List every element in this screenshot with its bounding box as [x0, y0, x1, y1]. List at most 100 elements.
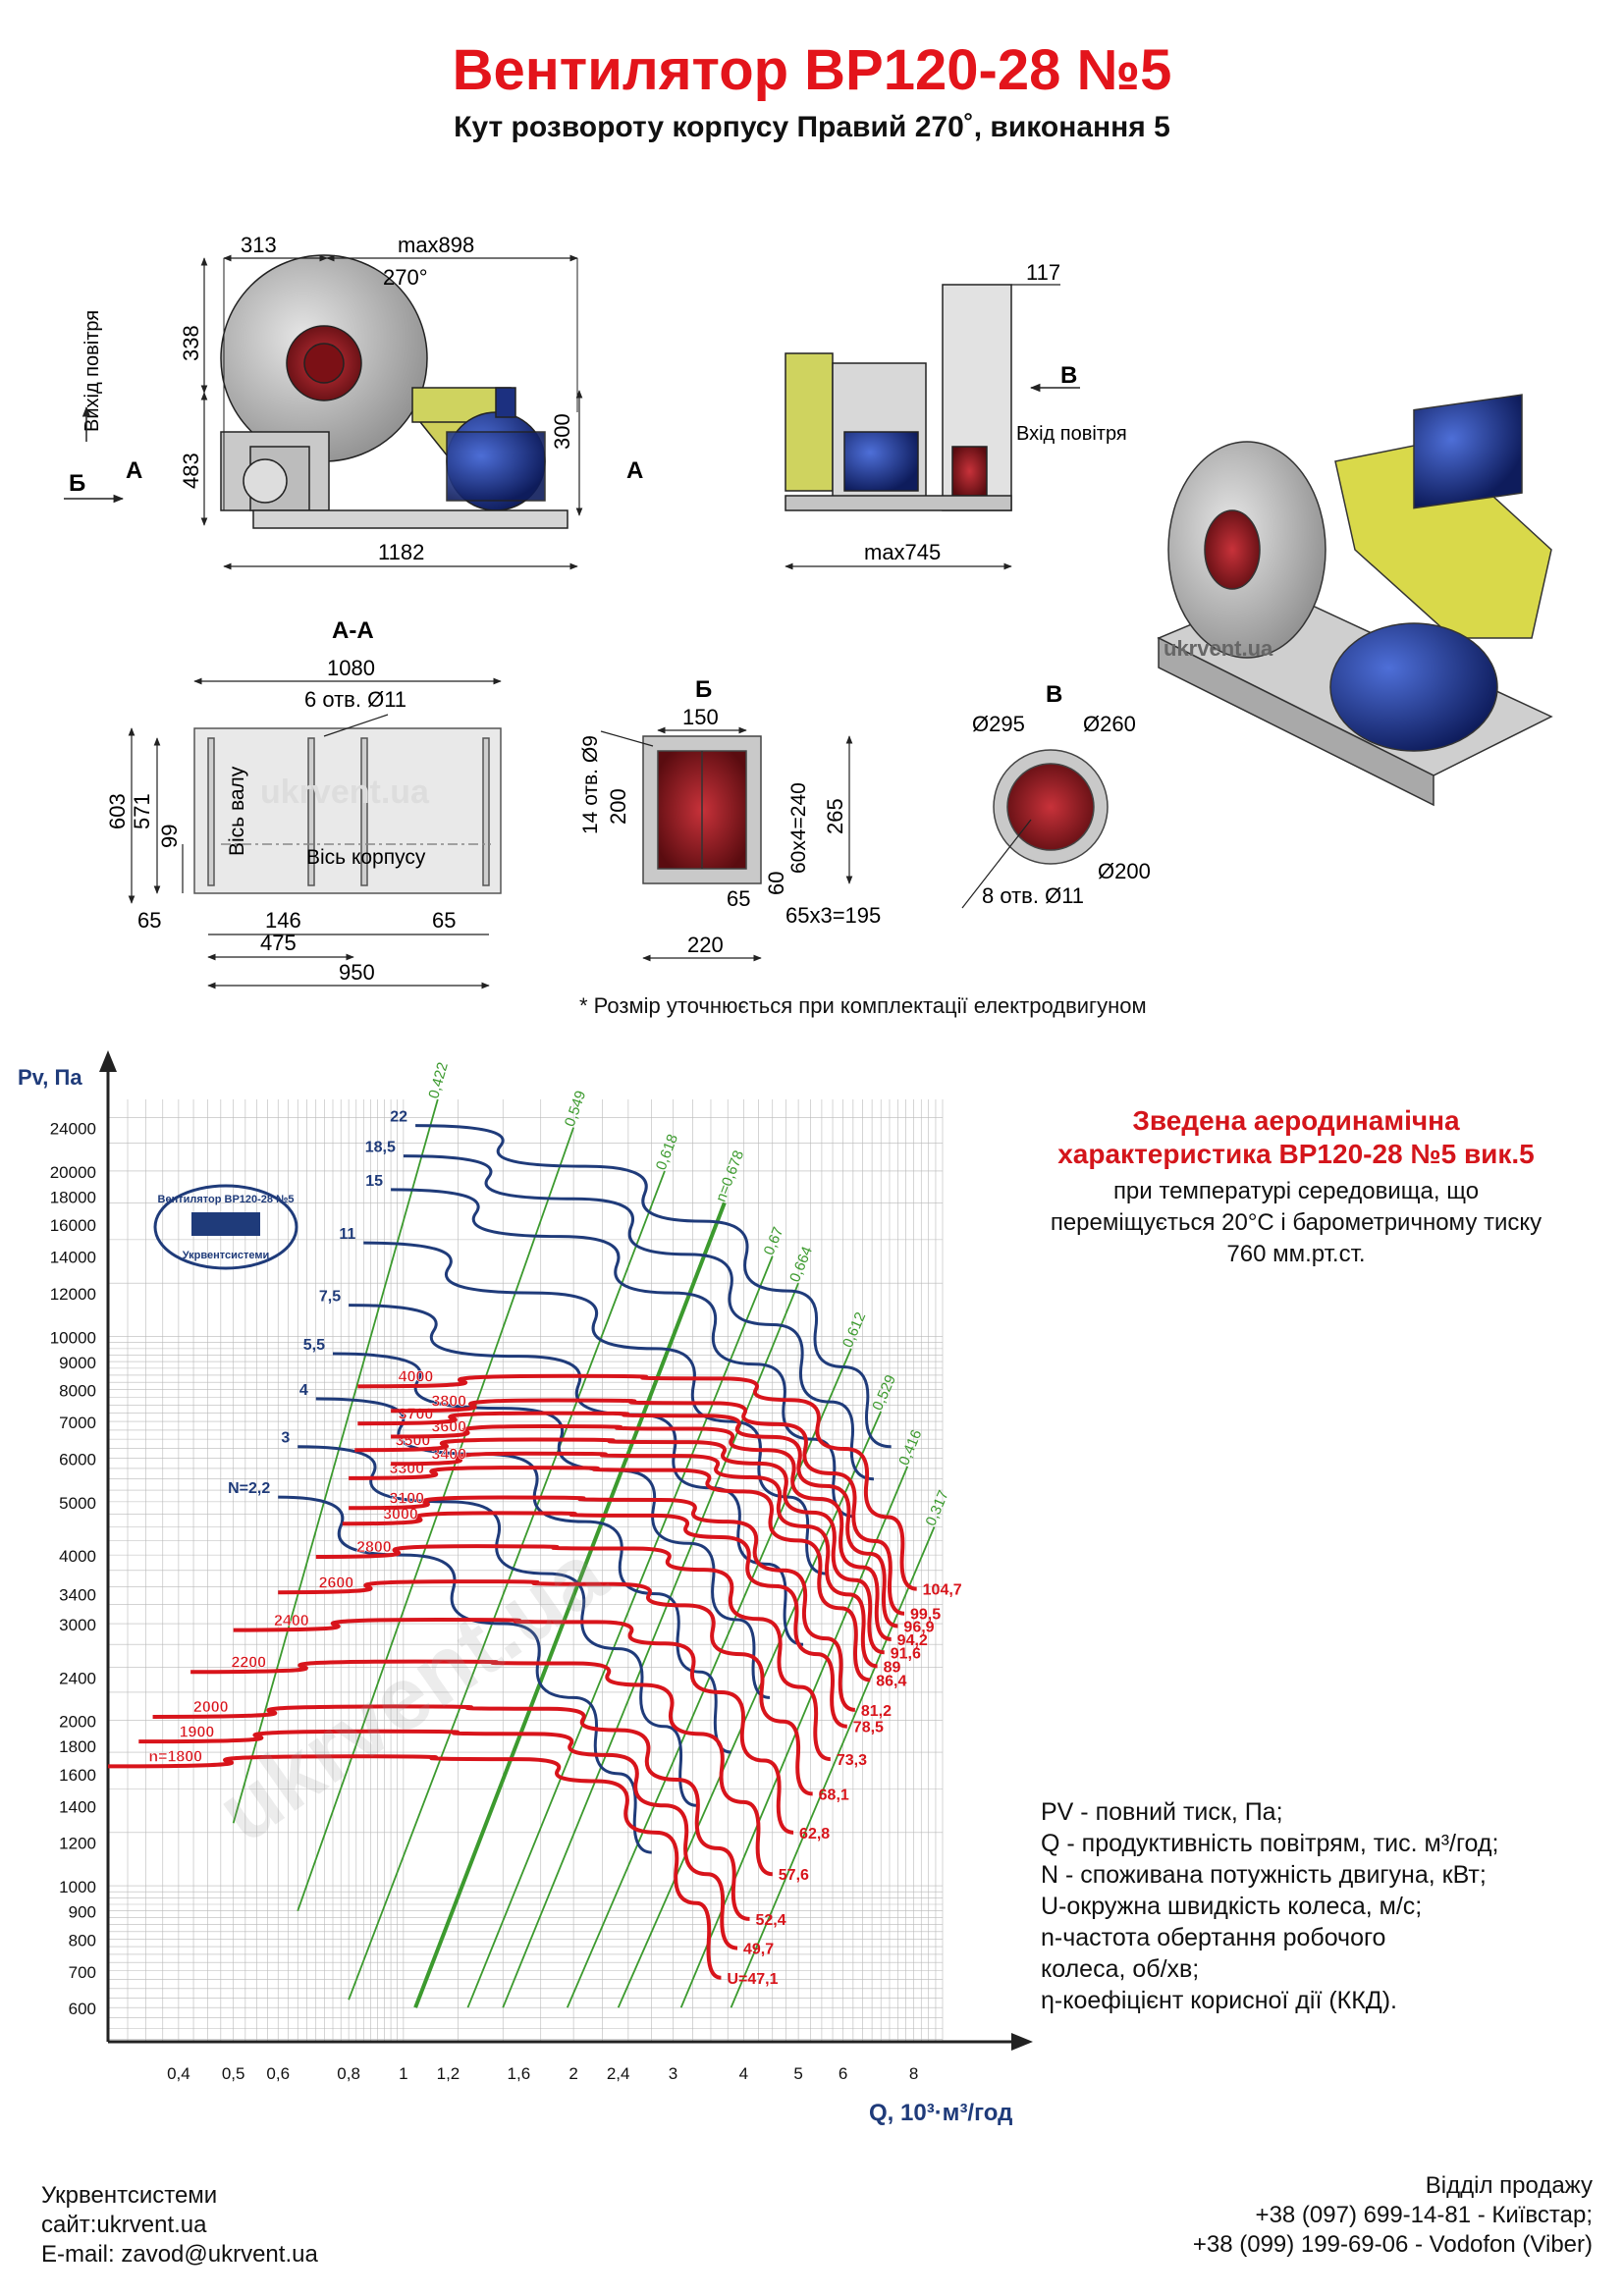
legend-n: N - споживана потужність двигуна, кВт; — [1041, 1861, 1487, 1889]
efficiency-line — [413, 1201, 727, 2008]
footer-company: Укрвентсистеми — [41, 2182, 218, 2209]
y-tick-label: 8000 — [59, 1382, 96, 1401]
y-tick-label: 2000 — [59, 1713, 96, 1732]
tip-speed-label: U=47,1 — [727, 1971, 778, 1988]
aa-watermark: ukrvent.ua — [260, 774, 430, 811]
power-curve — [278, 1495, 652, 1854]
y-tick-label: 3400 — [59, 1586, 96, 1605]
tip-speed-label: 73,3 — [837, 1752, 867, 1769]
x-tick-label: 1 — [399, 2064, 407, 2083]
efficiency-line — [617, 1411, 883, 2008]
speed-curve-label: 3800 — [431, 1393, 466, 1410]
efficiency-line — [297, 1127, 574, 1911]
speed-curve — [391, 1424, 892, 1641]
efficiency-line — [232, 1098, 439, 1824]
speed-curve — [357, 1373, 917, 1591]
front-dim-313: 313 — [241, 233, 277, 257]
footer-sales-title: Відділ продажу — [1425, 2172, 1593, 2199]
page-title: Вентилятор ВР120-28 №5 — [452, 38, 1172, 102]
y-tick-label: 10000 — [50, 1328, 96, 1347]
y-tick-label: 1600 — [59, 1766, 96, 1785]
speed-curve-label: 3700 — [399, 1406, 434, 1422]
section-a-right: А — [626, 457, 643, 484]
speed-curve — [391, 1451, 878, 1669]
view-v-flange — [993, 749, 1109, 865]
speed-curve — [357, 1411, 898, 1629]
efficiency-line — [502, 1282, 799, 2008]
section-aa-frame — [193, 727, 502, 894]
speed-curve — [107, 1754, 722, 1980]
aa-dim-99: 99 — [157, 825, 182, 848]
tip-speed-label: 99,5 — [910, 1607, 941, 1624]
efficiency-line — [348, 1170, 666, 2001]
y-tick-label: 3000 — [59, 1616, 96, 1634]
speed-curve-label: 1900 — [180, 1724, 215, 1740]
speed-curve-label: 2400 — [274, 1613, 309, 1629]
aa-dim-571: 571 — [130, 793, 154, 829]
efficiency-line — [730, 1526, 936, 2008]
legend-q: Q - продуктивність повітрям, тис. м³/год… — [1041, 1830, 1499, 1857]
aa-dim-holes: 6 отв. Ø11 — [304, 687, 406, 712]
tip-speed-label: 96,9 — [903, 1619, 934, 1635]
legend-eta: η-коефіцієнт корисної дії (ККД). — [1041, 1987, 1397, 2014]
side-dim-max745: max745 — [864, 540, 941, 564]
y-tick-label: 16000 — [50, 1216, 96, 1235]
x-tick-label: 6 — [839, 2064, 847, 2083]
b-dim-65: 65 — [727, 886, 750, 911]
speed-curve-label: 2000 — [193, 1699, 229, 1716]
speed-curve — [391, 1398, 905, 1616]
aa-dim-146: 146 — [265, 908, 301, 933]
speed-curve — [315, 1544, 832, 1762]
footer-phone-vodafone[interactable]: +38 (099) 199-69-06 - Vodofon (Viber) — [1192, 2231, 1593, 2258]
y-tick-label: 12000 — [50, 1285, 96, 1304]
arrow-b-label: Б — [69, 470, 85, 497]
section-a-left: А — [126, 457, 142, 484]
speed-curve-label: 2800 — [356, 1539, 392, 1556]
tip-speed-label: 86,4 — [876, 1673, 906, 1689]
arrow-v-label: В — [1060, 362, 1077, 389]
power-curve — [403, 1154, 875, 1481]
tip-speed-label: 89 — [884, 1659, 901, 1676]
legend-pv: PV - повний тиск, Па; — [1041, 1798, 1283, 1826]
page-subtitle: Кут розвороту корпусу Правий 270˚, викон… — [454, 111, 1170, 143]
front-dim-483: 483 — [179, 453, 203, 489]
b-dim-220: 220 — [687, 933, 724, 957]
b-dim-200: 200 — [606, 788, 630, 825]
x-tick-label: 0,5 — [222, 2064, 245, 2083]
power-curve-label: 22 — [390, 1109, 407, 1126]
tip-speed-label: 49,7 — [743, 1942, 774, 1958]
x-tick-label: 0,8 — [337, 2064, 360, 2083]
stamp-fan-icon — [191, 1212, 260, 1236]
footer-phone-kyivstar[interactable]: +38 (097) 699-14-81 - Київстар; — [1255, 2202, 1593, 2228]
footer-site[interactable]: сайт:ukrvent.ua — [41, 2212, 207, 2238]
side-view — [785, 284, 1012, 511]
y-axis-label: Pv, Па — [18, 1065, 82, 1090]
speed-curve — [349, 1466, 871, 1682]
stamp-bottom-text: Укрвентсистеми — [183, 1250, 270, 1261]
x-tick-label: 3 — [669, 2064, 677, 2083]
b-dim-195: 65x3=195 — [785, 903, 881, 928]
air-in-label: Вхід повітря — [1016, 423, 1127, 445]
shaft-axis-label: Вісь валу — [226, 766, 248, 856]
v-dim-holes: 8 отв. Ø11 — [982, 883, 1084, 908]
speed-curve-label: 3400 — [431, 1446, 466, 1463]
y-tick-label: 800 — [69, 1931, 96, 1949]
front-dim-300: 300 — [550, 413, 574, 450]
y-tick-label: 24000 — [50, 1120, 96, 1139]
power-curve — [363, 1241, 827, 1575]
tip-speed-label: 94,2 — [897, 1632, 928, 1649]
y-tick-label: 5000 — [59, 1494, 96, 1513]
front-dim-max898: max898 — [398, 233, 474, 257]
speed-curve — [233, 1618, 794, 1835]
x-tick-label: 0,6 — [266, 2064, 290, 2083]
side-dim-117: 117 — [1026, 260, 1060, 285]
speed-curve — [152, 1704, 750, 1921]
tip-speed-label: 62,8 — [799, 1826, 830, 1842]
y-tick-label: 6000 — [59, 1451, 96, 1469]
tip-speed-label: 81,2 — [861, 1703, 892, 1720]
iso-view — [1157, 394, 1553, 807]
chart-condition-line3: 760 мм.рт.ст. — [1226, 1241, 1366, 1267]
footer-email[interactable]: E-mail: zavod@ukrvent.ua — [41, 2241, 318, 2268]
legend-rpm-1: n-частота обертання робочого — [1041, 1924, 1386, 1951]
b-dim-60: 60 — [764, 872, 788, 895]
